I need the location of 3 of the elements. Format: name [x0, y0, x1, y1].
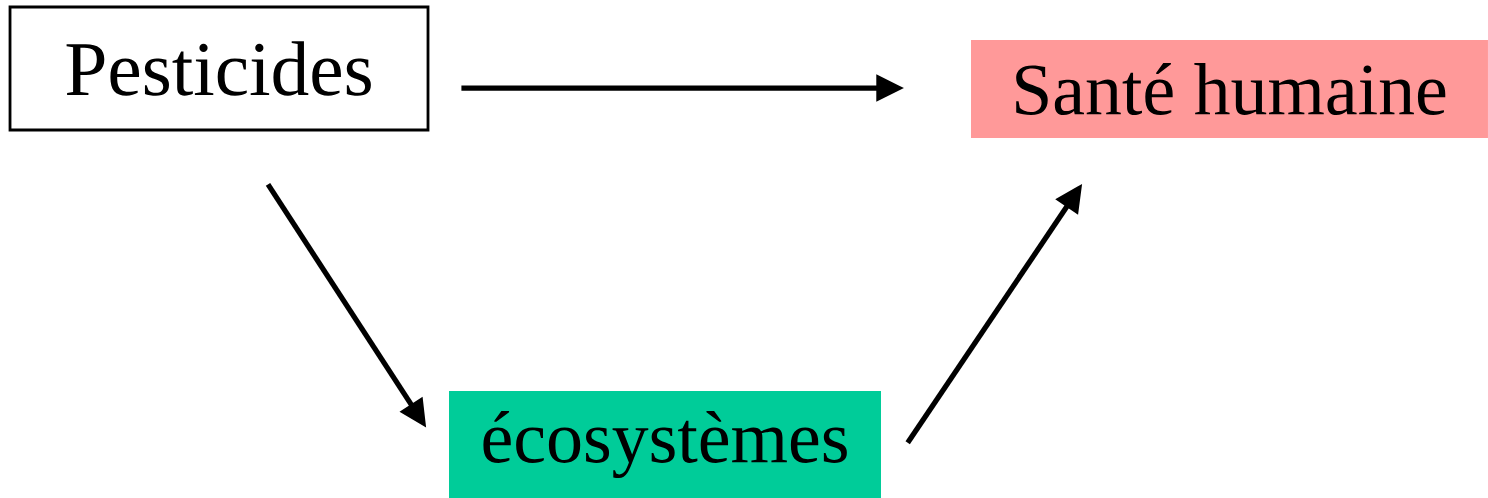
- concept-box: Pesticides: [8, 5, 430, 132]
- concept-box: écosystèmes: [449, 391, 881, 498]
- concept-box: Santé humaine: [971, 40, 1488, 138]
